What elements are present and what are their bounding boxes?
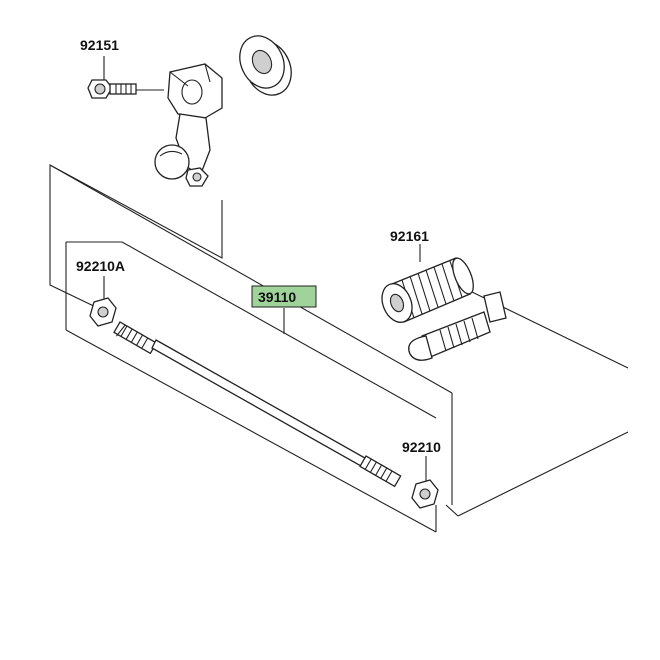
label-39110-highlight [251, 285, 317, 308]
shift-lever-arm [154, 63, 223, 187]
shift-rod-39110 [113, 321, 402, 488]
label-92210: 92210 [402, 439, 441, 455]
label-92161: 92161 [390, 228, 429, 244]
label-92210A: 92210A [76, 258, 125, 274]
nut-92210A [89, 297, 117, 327]
pedal-pin [408, 291, 507, 361]
label-92151: 92151 [80, 37, 119, 53]
label-39110: 39110 [258, 289, 296, 305]
part-labels: 92151 92210A 39110 92161 92210 [76, 37, 441, 455]
frame-lines [49, 164, 629, 533]
bolt-92151 [87, 79, 137, 99]
leader-lines [103, 56, 427, 482]
nut-92210 [411, 479, 439, 509]
pedal-rubber-92161 [381, 257, 474, 323]
washer [239, 35, 292, 96]
